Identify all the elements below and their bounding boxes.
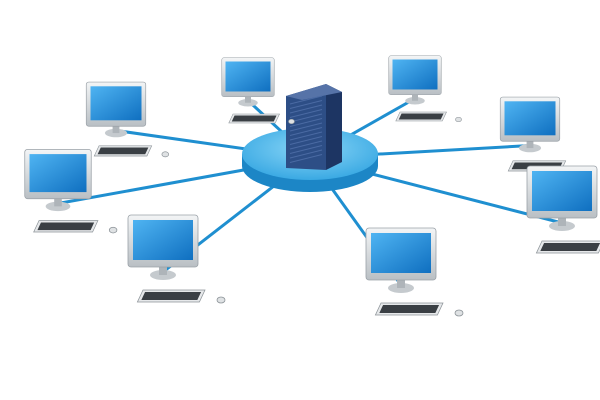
keyboard-icon	[93, 145, 153, 157]
mouse-icon	[455, 116, 462, 123]
server-vent	[289, 136, 323, 145]
mouse-icon	[216, 296, 226, 304]
monitor-screen	[371, 233, 431, 273]
workstations	[24, 55, 600, 317]
monitor-screen	[225, 61, 271, 92]
server-vent	[289, 122, 323, 132]
monitor-stand-neck	[397, 277, 405, 288]
monitor-screen	[392, 59, 438, 90]
monitor-screen	[532, 171, 592, 211]
server-vent	[289, 149, 323, 159]
desktop-computer-icon	[221, 57, 295, 125]
desktop-computer-icon	[85, 81, 170, 158]
monitor-screen	[133, 220, 193, 260]
desktop-computer-icon	[499, 96, 584, 173]
monitor-stand-neck	[159, 264, 167, 275]
desktop-computer-icon	[24, 148, 118, 234]
desktop-computer-icon	[127, 214, 226, 304]
mouse-icon	[161, 151, 170, 158]
server-vent	[289, 131, 323, 141]
keyboard-keys	[97, 147, 149, 155]
server-vent	[289, 113, 323, 123]
keyboard-icon	[228, 113, 280, 124]
monitor-stand-neck	[412, 92, 418, 101]
monitor-screen	[29, 154, 87, 193]
desktop-computer-icon	[526, 165, 600, 254]
keyboard-icon	[136, 289, 206, 303]
keyboard-icon	[374, 302, 444, 316]
monitor-stand-neck	[558, 215, 566, 226]
keyboard-icon	[535, 240, 600, 254]
server-vent	[289, 140, 323, 150]
mouse-icon	[454, 309, 464, 317]
monitor-stand-base	[45, 201, 71, 212]
server-vent	[289, 154, 323, 163]
server-hub	[242, 84, 378, 192]
monitor-stand-neck	[526, 138, 534, 149]
server-vent	[289, 100, 323, 109]
keyboard-keys	[37, 222, 95, 231]
monitor-stand-base	[104, 128, 128, 138]
server-vent	[289, 118, 323, 127]
mouse-icon	[288, 118, 295, 125]
monitor-screen	[90, 86, 142, 121]
server-side	[326, 84, 342, 170]
keyboard-keys	[398, 113, 444, 120]
monitor-screen	[504, 101, 556, 136]
server-vent	[289, 145, 323, 154]
server-vent	[289, 127, 323, 136]
monitor-stand-neck	[54, 195, 62, 207]
server-vent	[289, 104, 323, 114]
monitor-stand-neck	[245, 94, 251, 103]
desktop-computer-icon	[388, 55, 462, 123]
server-vent	[289, 109, 323, 118]
server-vent	[289, 95, 323, 105]
monitor-stand-neck	[112, 123, 120, 134]
keyboard-keys	[379, 305, 440, 313]
desktop-computer-icon	[365, 227, 464, 317]
keyboard-keys	[540, 243, 600, 251]
keyboard-keys	[141, 292, 202, 300]
mouse-icon	[108, 226, 118, 234]
monitor-stand-base	[518, 143, 542, 153]
keyboard-keys	[231, 115, 277, 122]
server-top	[286, 84, 342, 100]
keyboard-icon	[33, 220, 99, 233]
keyboard-icon	[395, 111, 447, 122]
